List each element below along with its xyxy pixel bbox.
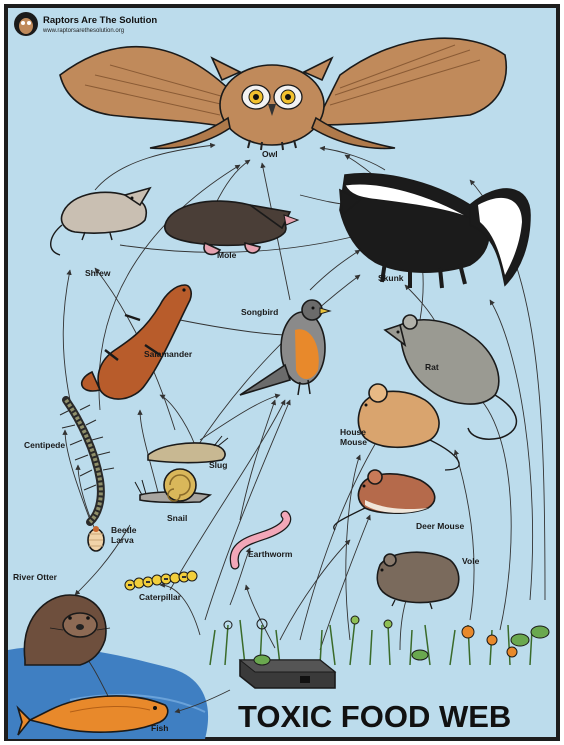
label-deer-mouse: Deer Mouse bbox=[416, 521, 464, 531]
poster-title: TOXIC FOOD WEB bbox=[238, 699, 511, 734]
label-centipede: Centipede bbox=[24, 440, 65, 450]
label-salamander: Salamander bbox=[144, 349, 193, 359]
label-house-mouse-line2: Mouse bbox=[340, 437, 367, 447]
label-skunk: Skunk bbox=[378, 273, 404, 283]
label-songbird: Songbird bbox=[241, 307, 278, 317]
label-rat: Rat bbox=[425, 362, 439, 372]
label-vole: Vole bbox=[462, 556, 480, 566]
label-house-mouse-line1: House bbox=[340, 427, 366, 437]
rodenticide-bait-box-icon bbox=[240, 655, 335, 688]
label-beetle-larva-line2: Larva bbox=[111, 535, 134, 545]
label-caterpillar: Caterpillar bbox=[139, 592, 182, 602]
label-mole: Mole bbox=[217, 250, 237, 260]
label-earthworm: Earthworm bbox=[248, 549, 293, 559]
label-owl: Owl bbox=[262, 149, 278, 159]
brand-title: Raptors Are The Solution bbox=[43, 15, 157, 26]
brand-url[interactable]: www.raptorsarethesolution.org bbox=[42, 28, 124, 34]
label-river-otter: River Otter bbox=[13, 572, 58, 582]
label-snail: Snail bbox=[167, 513, 187, 523]
label-beetle-larva-line1: Beetle bbox=[111, 525, 137, 535]
label-shrew: Shrew bbox=[85, 268, 111, 278]
label-slug: Slug bbox=[209, 460, 227, 470]
owl-logo-icon bbox=[14, 12, 38, 36]
label-fish: Fish bbox=[151, 723, 168, 733]
